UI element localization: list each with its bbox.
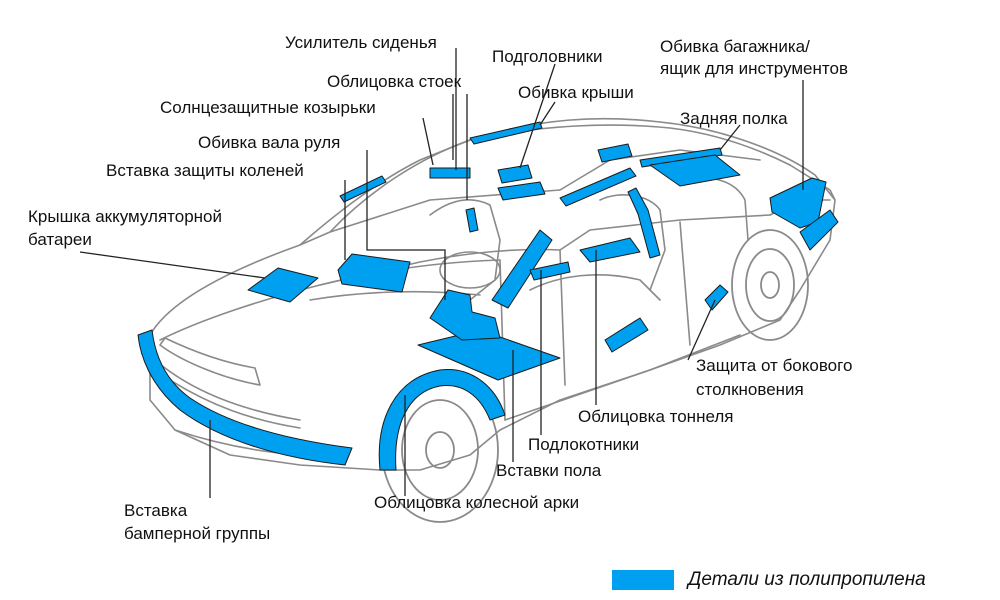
label-seat-reinforcement: Усилитель сиденья [285, 33, 437, 52]
tunnel-trim-part [429, 289, 501, 341]
seat-reinforcement-part [579, 237, 641, 263]
label-tunnel-trim: Облицовка тоннеля [578, 407, 734, 426]
pp-parts [137, 121, 839, 471]
label-roof-lining: Обивка крыши [518, 83, 634, 102]
label-knee-protection: Вставка защиты коленей [106, 161, 304, 180]
pillar-trim-b-part [559, 167, 637, 207]
label-sun-visors: Солнцезащитные козырьки [160, 98, 376, 117]
label-rear-shelf: Задняя полка [680, 109, 788, 128]
rear-wheel [731, 229, 809, 341]
label-trunk-lining-line1: Обивка багажника/ [660, 37, 810, 56]
label-headrests: Подголовники [492, 47, 603, 66]
sun-visor-2-part [429, 167, 471, 179]
label-steering-column-trim: Обивка вала руля [198, 133, 341, 152]
knee-protection-part [337, 253, 411, 293]
rear-shelf-part [649, 154, 741, 187]
label-battery-cover-line2: батареи [28, 230, 92, 249]
headrest-seat-part [497, 181, 546, 201]
label-trunk-lining-line2: ящик для инструментов [660, 59, 848, 78]
legend-text: Детали из полипропилена [688, 569, 926, 590]
bumper-insert-part [137, 329, 353, 466]
label-bumper-insert-line1: Вставка [124, 501, 188, 520]
pillar-trim-a-part [465, 207, 479, 233]
label-bumper-insert-line2: бамперной группы [124, 524, 271, 543]
sun-visor-part [339, 175, 387, 203]
label-armrests: Подлокотники [528, 435, 640, 454]
battery-cover-part [247, 267, 319, 303]
label-side-impact-line2: столкновения [696, 380, 804, 399]
console-part [491, 229, 553, 309]
trunk-lining-2-part [799, 209, 839, 251]
label-side-impact-line1: Защита от бокового [696, 356, 853, 375]
headrest-front-part [497, 164, 533, 184]
side-impact-rear-part [704, 284, 729, 311]
label-battery-cover-line1: Крышка аккумуляторной [28, 207, 223, 226]
pillar-trim-c-part [627, 187, 661, 259]
headrest-rear-part [597, 143, 633, 163]
label-wheel-arch-trim: Облицовка колесной арки [374, 493, 580, 512]
label-floor-inserts: Вставки пола [496, 461, 602, 480]
label-pillar-trim: Облицовка стоек [327, 72, 462, 91]
legend-swatch [612, 570, 674, 590]
leader-lines [79, 48, 804, 498]
wheel-arch-part [378, 368, 506, 471]
armrest-part [529, 261, 571, 281]
roof-lining-front-part [469, 121, 543, 145]
roof-lining-side-part [639, 147, 723, 168]
side-impact-front-part [604, 317, 649, 353]
